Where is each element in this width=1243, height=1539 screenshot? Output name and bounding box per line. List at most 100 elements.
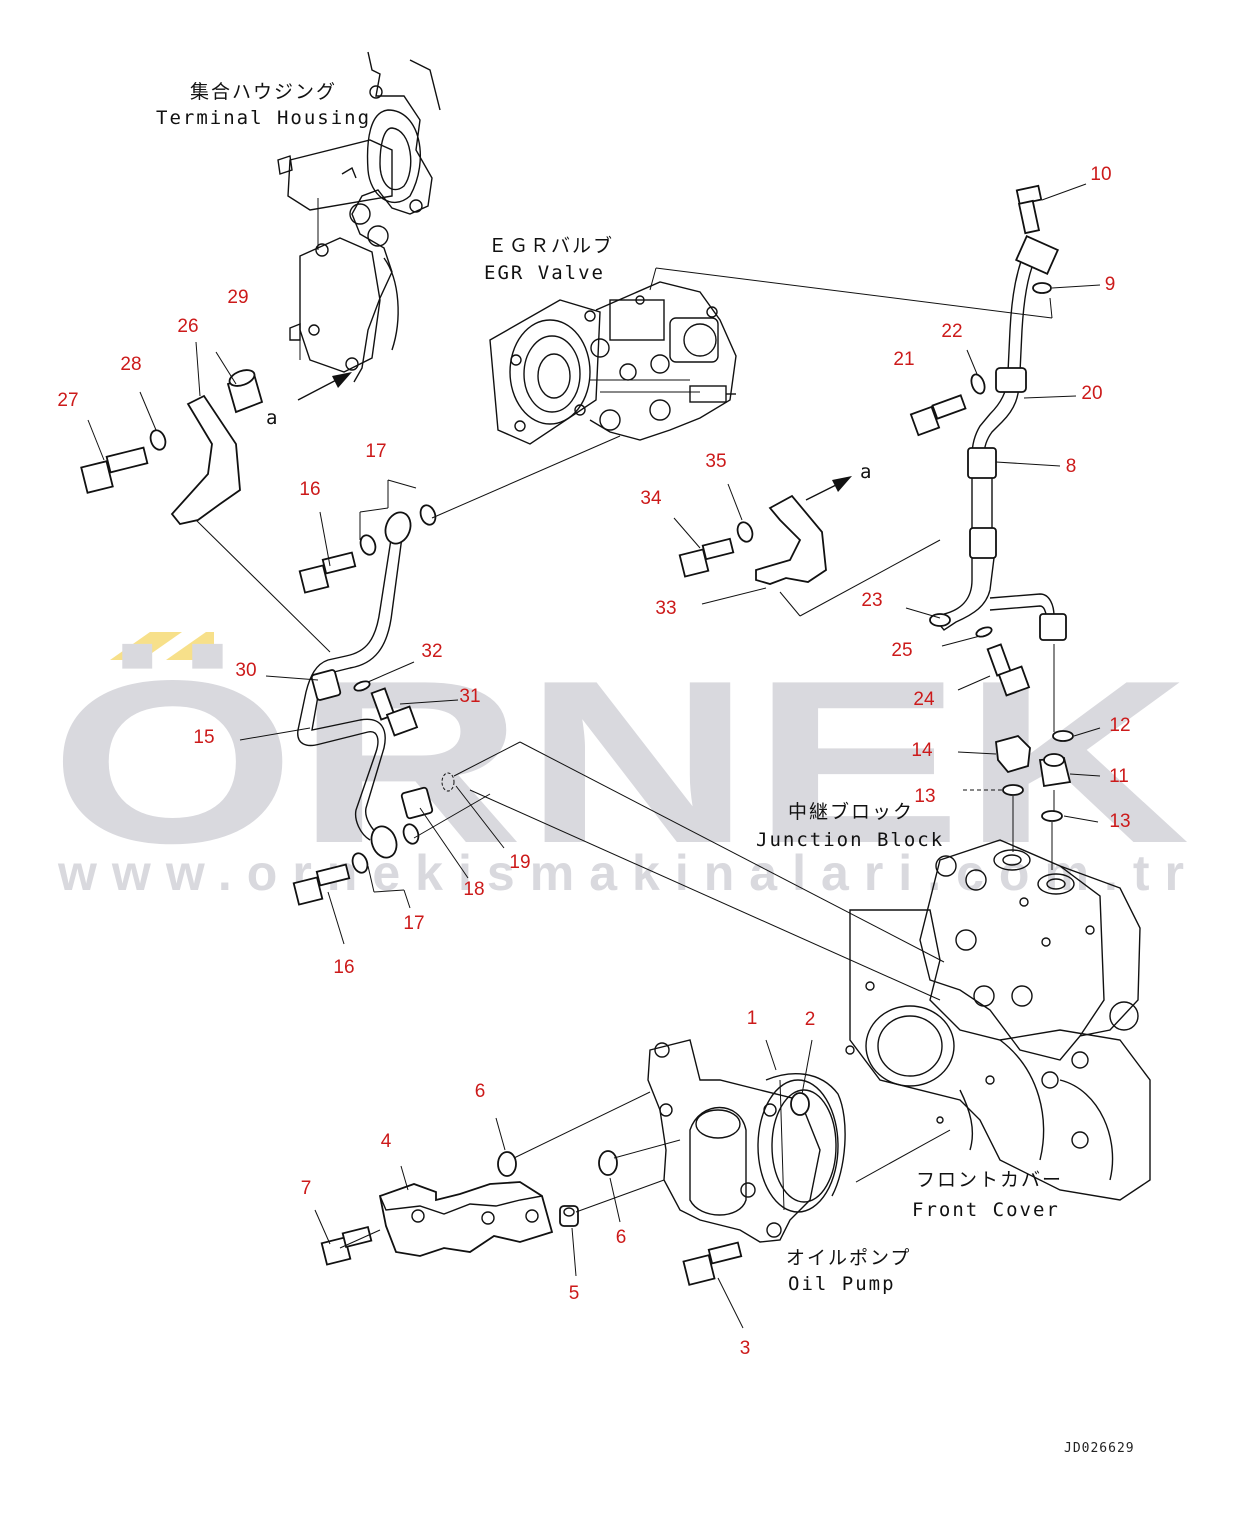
view-arrows: [297, 372, 852, 501]
fitting-11-drawing: [1038, 753, 1072, 788]
part-number-33: 33: [655, 598, 676, 619]
part-number-13: 13: [1109, 811, 1130, 832]
part-number-28: 28: [120, 354, 141, 375]
junction-block-label-jp: 中継ブロック: [788, 800, 914, 823]
view-arrow-label: a: [860, 461, 873, 483]
part-number-17: 17: [365, 441, 386, 462]
part-number-32: 32: [421, 641, 442, 662]
egr-valve-label-jp: ＥＧＲバルブ: [488, 234, 614, 257]
oring-19: [441, 772, 455, 792]
bolt-34-drawing: [678, 537, 735, 578]
bracket-4-drawing: [378, 1181, 554, 1257]
part-number-6: 6: [475, 1081, 486, 1102]
fitting-18-drawing: [400, 786, 434, 820]
part-number-7: 7: [301, 1178, 312, 1199]
part-number-12: 12: [1109, 715, 1130, 736]
part-number-20: 20: [1081, 383, 1102, 404]
junction-block-drawing: [919, 839, 1141, 1061]
egr-valve-drawing: [489, 281, 737, 445]
plug-14-drawing: [995, 734, 1031, 774]
bolt-31-drawing: [370, 687, 419, 737]
bolt-27-drawing: [80, 446, 149, 494]
washer-9: [1032, 282, 1052, 294]
gasket-2-drawing: [790, 1092, 810, 1116]
oil-pump-label-en: Oil Pump: [788, 1273, 896, 1295]
watermark-accent: [166, 632, 214, 660]
drawing-code: JD026629: [1064, 1441, 1135, 1456]
part-number-35: 35: [705, 451, 726, 472]
component-labels: 集合ハウジング Terminal Housing ＥＧＲバルブ EGR Valv…: [156, 81, 1135, 1456]
part-number-14: 14: [911, 740, 933, 761]
part-number-6: 6: [616, 1227, 627, 1248]
egr-valve-label-en: EGR Valve: [484, 262, 605, 284]
part-number-25: 25: [891, 640, 912, 661]
part-number-10: 10: [1090, 164, 1111, 185]
view-arrow-label: a: [266, 407, 279, 429]
washer-35: [736, 521, 754, 543]
leader-lines: [87, 183, 1101, 1329]
washer-32: [353, 680, 371, 692]
part-number-31: 31: [459, 686, 480, 707]
bolt-21-drawing: [909, 394, 967, 437]
part-number-5: 5: [569, 1283, 580, 1304]
oring-12: [1052, 730, 1074, 742]
oring-6-right: [598, 1150, 618, 1176]
oring-13-left: [1002, 784, 1024, 796]
bolt-7-drawing: [320, 1225, 373, 1266]
pipe-20-drawing: [932, 235, 1067, 641]
washer-22: [970, 373, 986, 395]
part-number-30: 30: [235, 660, 256, 681]
oil-pump-label-jp: オイルポンプ: [786, 1247, 911, 1269]
line-art: [80, 51, 1151, 1329]
part-number-34: 34: [640, 488, 662, 509]
gasket-1-drawing: [765, 1072, 846, 1197]
watermark-accent: [110, 632, 182, 660]
part-number-8: 8: [1066, 456, 1077, 477]
part-number-21: 21: [893, 349, 914, 370]
part-number-3: 3: [740, 1338, 751, 1359]
front-cover-label-jp: フロントカバー: [916, 1169, 1063, 1191]
part-number-24: 24: [913, 689, 935, 710]
oring-6-left: [497, 1151, 517, 1177]
front-cover-drawing: [845, 909, 1151, 1201]
washer-17-lower-b: [402, 823, 420, 845]
part-number-17: 17: [403, 913, 424, 934]
washer-17-lower-a: [351, 852, 369, 874]
washer-28: [149, 429, 167, 451]
part-number-15: 15: [193, 727, 214, 748]
front-cover-label-en: Front Cover: [912, 1199, 1060, 1221]
part-number-11: 11: [1109, 766, 1129, 787]
part-number-19: 19: [509, 852, 530, 873]
bolt-3-drawing: [682, 1241, 743, 1286]
part-number-29: 29: [227, 287, 248, 308]
part-number-2: 2: [805, 1009, 816, 1030]
bracket-26-drawing: [170, 394, 241, 526]
view-arrow-head: [832, 476, 852, 492]
washer-17-upper-b: [419, 504, 437, 526]
part-number-18: 18: [463, 879, 484, 900]
part-number-16: 16: [333, 957, 354, 978]
bolt-16-upper-drawing: [298, 551, 357, 594]
view-arrow-head: [332, 372, 352, 388]
terminal-housing-drawing: [277, 51, 441, 383]
part-number-22: 22: [941, 321, 962, 342]
nut-5-drawing: [559, 1205, 579, 1227]
washer-17-upper-a: [359, 534, 377, 556]
bolt-10-drawing: [1015, 184, 1043, 235]
part-number-13: 13: [914, 786, 935, 807]
part-number-9: 9: [1105, 274, 1116, 295]
oil-pump-drawing: [647, 1039, 839, 1243]
junction-block-label-en: Junction Block: [756, 829, 944, 851]
washer-25: [975, 626, 993, 638]
bolt-24-drawing: [986, 643, 1031, 697]
part-number-16: 16: [299, 479, 320, 500]
part-number-26: 26: [177, 316, 198, 337]
assembly-lines: [195, 267, 1055, 1249]
part-number-23: 23: [861, 590, 882, 611]
bracket-33-drawing: [755, 494, 827, 585]
oring-13-right: [1041, 810, 1063, 822]
terminal-housing-label-en: Terminal Housing: [156, 107, 371, 129]
